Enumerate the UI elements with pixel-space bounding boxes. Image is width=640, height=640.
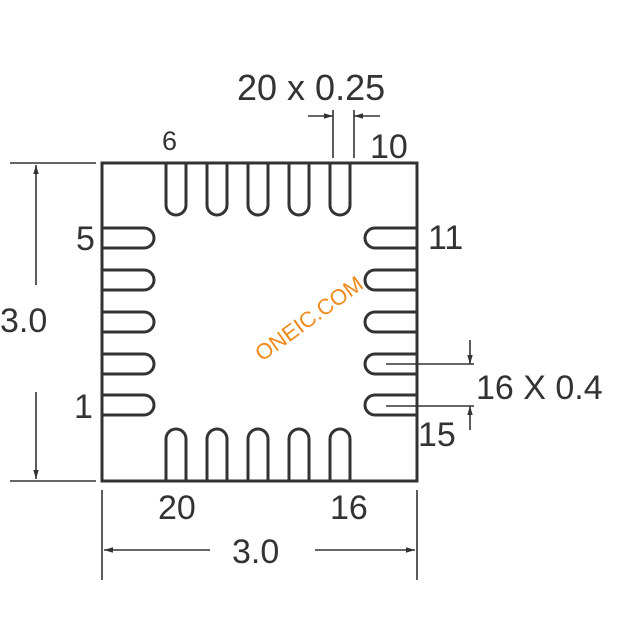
watermark: ONEIC.COM (250, 271, 368, 366)
pad (164, 427, 188, 481)
pad (246, 163, 270, 217)
pin-label-11: 11 (428, 219, 463, 257)
pad (102, 268, 156, 292)
pad (102, 393, 156, 417)
pin-label-16: 16 (330, 489, 368, 527)
pad (287, 163, 311, 217)
pin-label-1: 1 (74, 388, 93, 426)
pin-label-10: 10 (370, 128, 408, 166)
pin-label-5: 5 (76, 220, 95, 258)
pin-label-20: 20 (158, 489, 196, 527)
pin-label-6: 6 (162, 126, 177, 156)
width-dimension-label: 3.0 (232, 533, 279, 571)
pads (102, 163, 417, 481)
pad (363, 310, 417, 334)
pad (205, 163, 229, 217)
pad (102, 310, 156, 334)
pad (363, 226, 417, 250)
height-dimension-label: 3.0 (0, 302, 47, 340)
pad (363, 352, 417, 376)
pad-width-dimension-label: 16 X 0.4 (476, 369, 603, 407)
pad (164, 163, 188, 217)
pitch-dimension-label: 20 x 0.25 (237, 67, 385, 108)
pin-label-15: 15 (418, 416, 456, 454)
pad (363, 268, 417, 292)
pad (102, 352, 156, 376)
pad (363, 393, 417, 417)
pad (287, 427, 311, 481)
pad (205, 427, 229, 481)
package-body (100, 161, 419, 483)
pad (102, 226, 156, 250)
pad (246, 427, 270, 481)
pad (328, 163, 352, 217)
pad (328, 427, 352, 481)
dimension-lines (10, 110, 474, 580)
